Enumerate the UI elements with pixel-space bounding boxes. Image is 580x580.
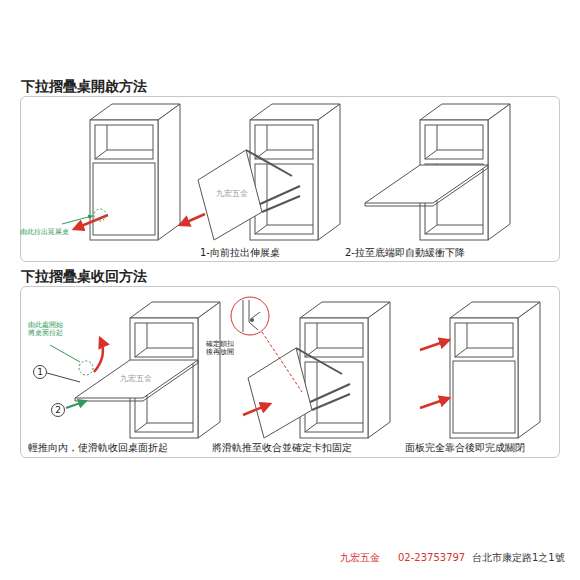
- door-panel: [248, 348, 312, 438]
- callout-text: 確定鎖扣後再放開: [206, 340, 237, 357]
- push-arrow: [66, 401, 86, 408]
- table-edge: [365, 165, 488, 206]
- cabinet: [450, 302, 540, 438]
- cabinet: [90, 104, 180, 240]
- push-arrow: [420, 340, 449, 350]
- zoom-circle: [231, 297, 269, 335]
- step-caption: 將滑軌推至收合並確定卡扣固定: [212, 442, 352, 454]
- step-panel: 下拉摺疊桌開啟方法: [20, 96, 560, 262]
- cabinet: [300, 302, 390, 438]
- leader-line: [50, 345, 80, 362]
- step-panel: 下拉摺疊桌收回方法: [20, 286, 560, 458]
- table-top: [365, 165, 488, 203]
- step-caption: 面板完全靠合後即完成關閉: [405, 442, 525, 454]
- table-edge: [75, 360, 198, 401]
- callout-text: 由此拉出延展桌: [20, 228, 69, 236]
- leader-line: [47, 373, 80, 382]
- latch-detail: [250, 318, 254, 322]
- lift-arrow: [94, 338, 103, 372]
- callout-number: 1: [34, 366, 46, 378]
- watermark: 九宏五金: [216, 189, 248, 199]
- address: 台北市康定路1之1號: [472, 552, 565, 564]
- push-arrow: [420, 398, 449, 408]
- cabinet: [250, 104, 340, 240]
- callout-circle: [34, 366, 47, 379]
- callout-text: 由此處開始將桌面拉起: [28, 321, 66, 338]
- step-caption: 輕推向內，使滑軌收回桌面折起: [28, 442, 168, 454]
- callout-circle: [52, 404, 65, 417]
- push-arrow: [243, 404, 270, 415]
- callout-number: 2: [52, 404, 64, 416]
- step-caption: 1-向前拉出伸展桌: [200, 247, 280, 259]
- door-panel: [93, 163, 155, 235]
- phone-number: 02-23753797: [398, 552, 465, 564]
- callout-circle: [94, 209, 106, 221]
- door-panel: [198, 150, 262, 240]
- company-name: 九宏五金: [340, 552, 380, 564]
- watermark: 九宏五金: [120, 374, 152, 384]
- section-title: 下拉摺疊桌收回方法: [21, 268, 147, 286]
- section-title: 下拉摺疊桌開啟方法: [21, 78, 147, 96]
- door-panel: [453, 361, 515, 433]
- step-caption: 2-拉至底端即自動緩衝下降: [345, 247, 465, 259]
- zoom-line: [262, 332, 302, 392]
- leader-line: [62, 216, 92, 224]
- table-top: [75, 360, 198, 398]
- pull-arrow: [180, 214, 205, 225]
- pull-arrow: [74, 215, 108, 229]
- callout-circle: [79, 361, 93, 375]
- latch-detail: [243, 300, 260, 332]
